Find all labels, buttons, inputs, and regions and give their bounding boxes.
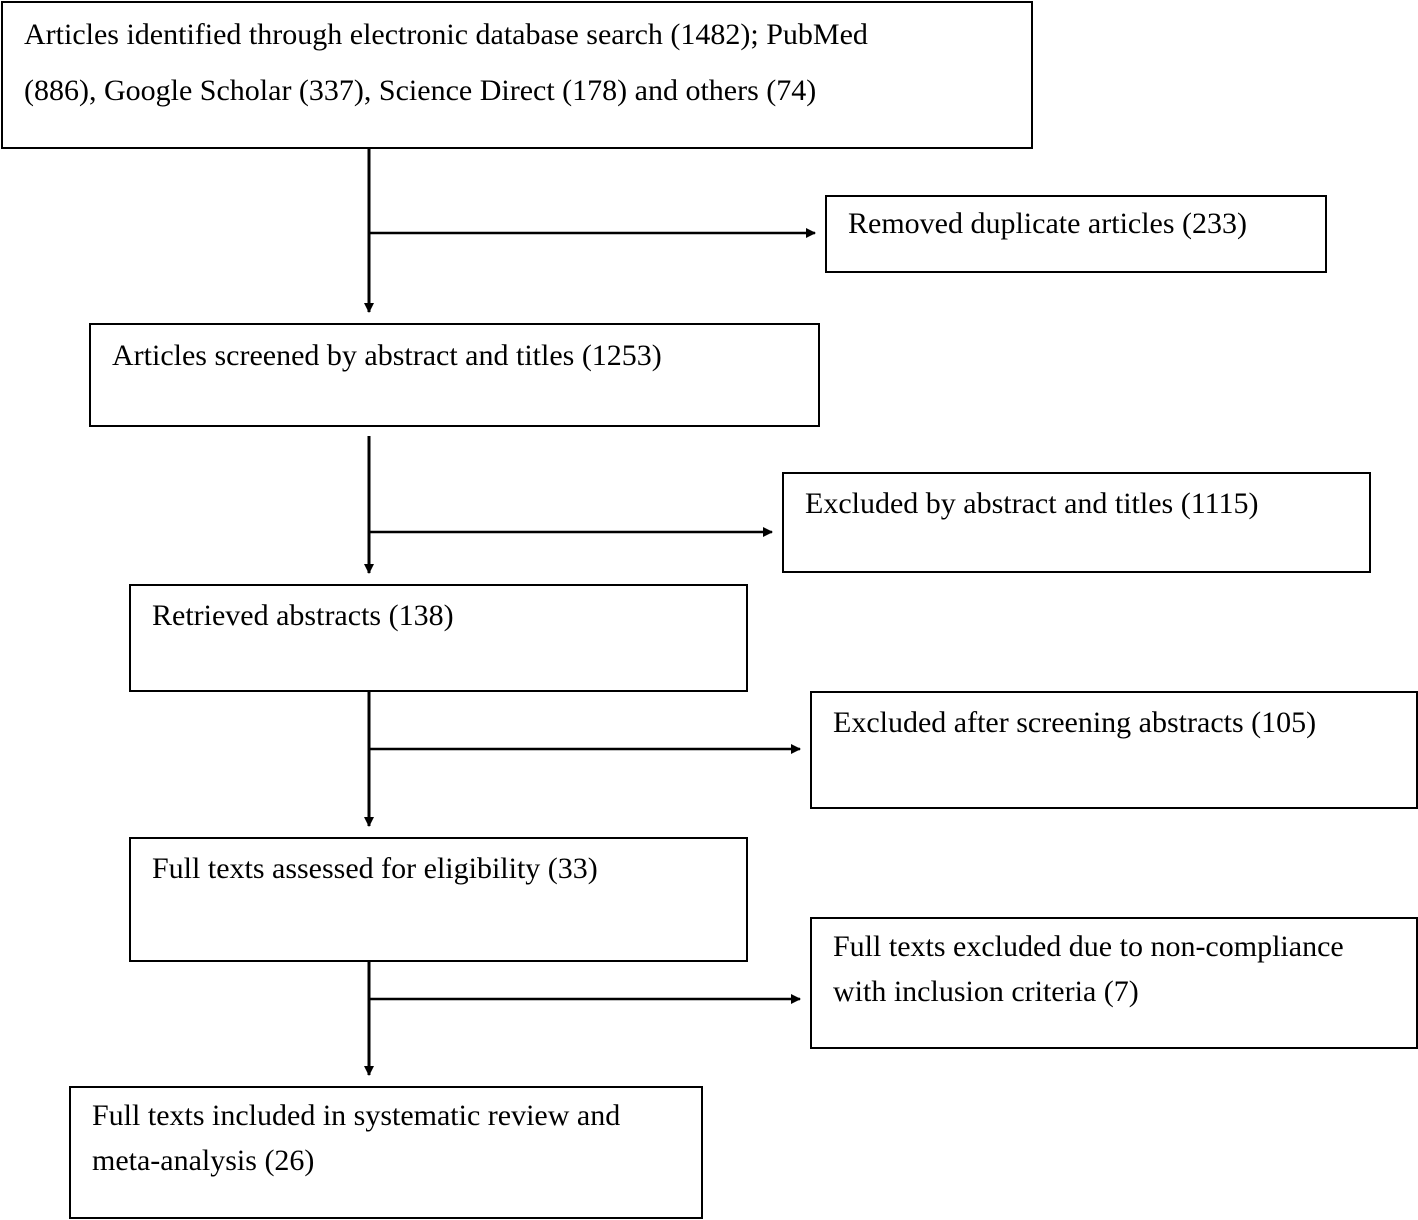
- retrieved-abstracts-box: Retrieved abstracts (138): [129, 584, 748, 692]
- excluded-after-screening-text: Excluded after screening abstracts (105): [833, 706, 1317, 739]
- excluded-abstract-titles-text: Excluded by abstract and titles (1115): [805, 487, 1259, 520]
- full-texts-excluded-box: Full texts excluded due to non-complianc…: [810, 917, 1418, 1049]
- full-texts-included-box: Full texts included in systematic review…: [69, 1086, 703, 1219]
- identified-text: Articles identified through electronic d…: [24, 18, 868, 107]
- screened-box: Articles screened by abstract and titles…: [89, 323, 820, 427]
- full-texts-included-text: Full texts included in systematic review…: [92, 1099, 621, 1177]
- full-texts-assessed-text: Full texts assessed for eligibility (33): [152, 852, 598, 885]
- identified-box: Articles identified through electronic d…: [1, 1, 1033, 149]
- duplicates-removed-box: Removed duplicate articles (233): [825, 195, 1327, 273]
- retrieved-abstracts-text: Retrieved abstracts (138): [152, 599, 454, 632]
- exclusion-branch-arrows: [369, 228, 816, 1004]
- excluded-after-screening-box: Excluded after screening abstracts (105): [810, 691, 1418, 809]
- duplicates-removed-text: Removed duplicate articles (233): [848, 207, 1248, 240]
- full-texts-excluded-text: Full texts excluded due to non-complianc…: [833, 930, 1344, 1008]
- full-texts-assessed-box: Full texts assessed for eligibility (33): [129, 837, 748, 962]
- screened-text: Articles screened by abstract and titles…: [112, 339, 662, 372]
- excluded-abstract-titles-box: Excluded by abstract and titles (1115): [782, 472, 1371, 573]
